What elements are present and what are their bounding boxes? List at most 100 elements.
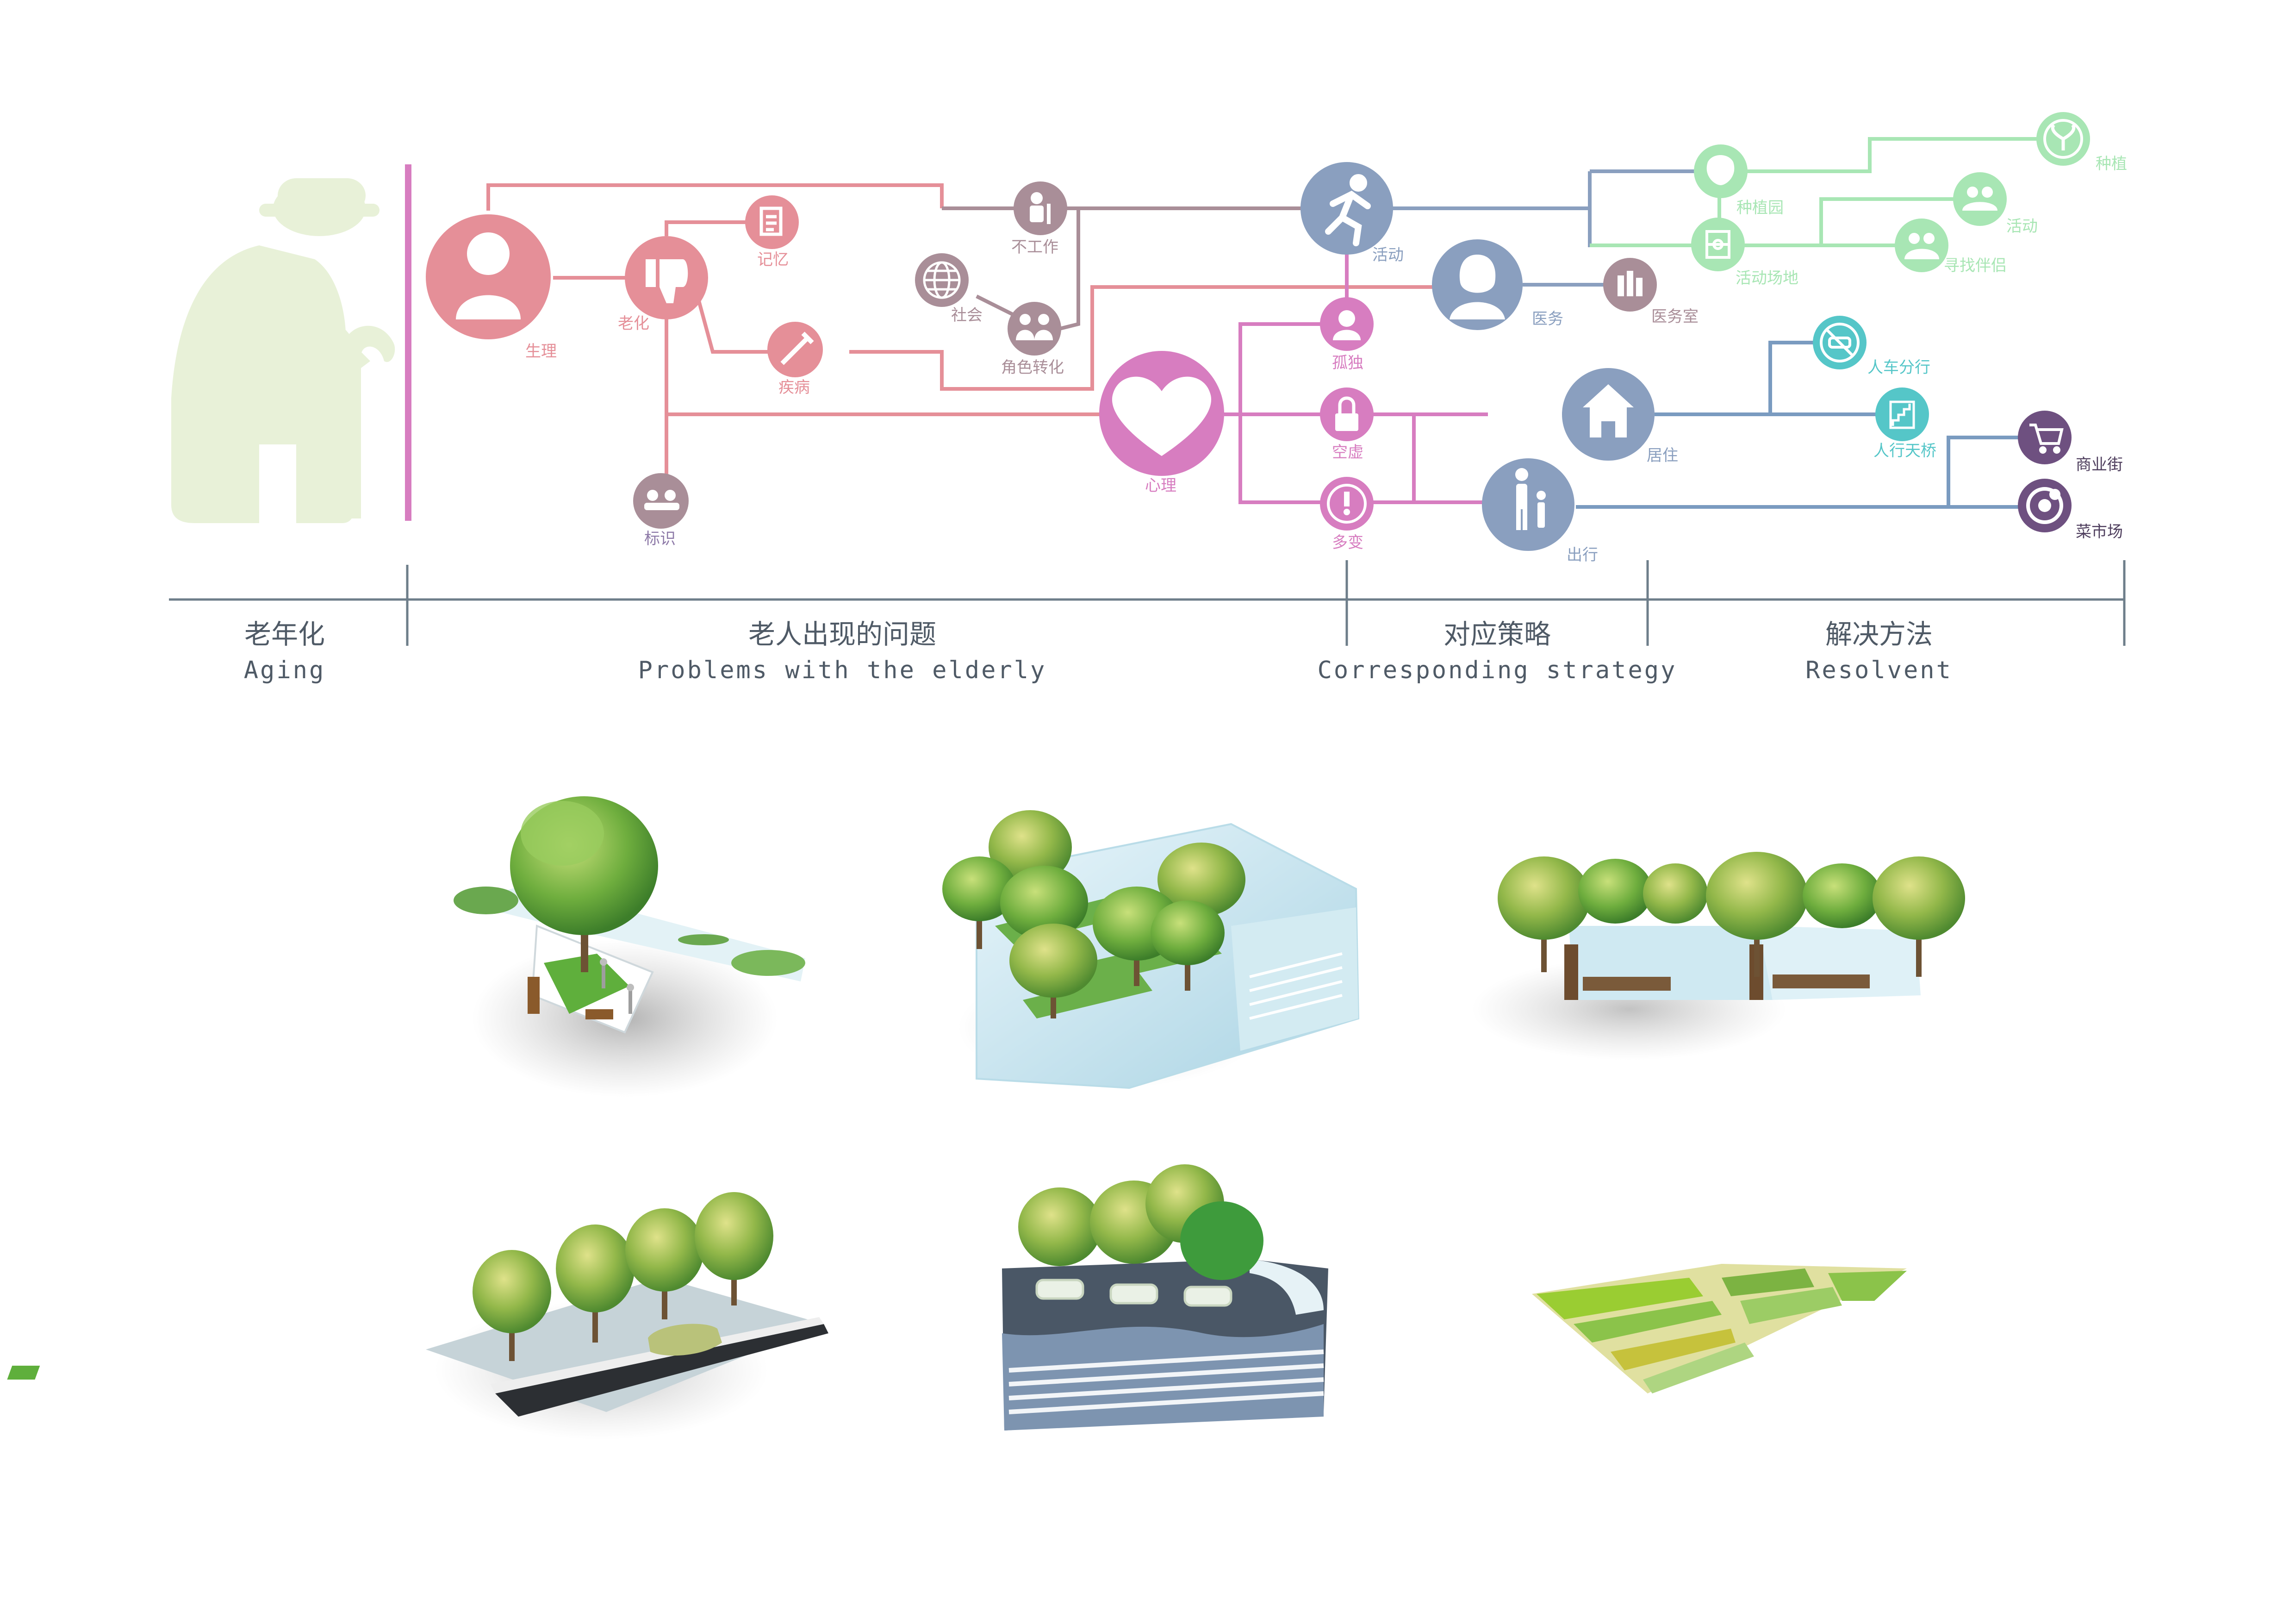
couple-icon xyxy=(1904,233,1939,259)
label-laohua: 老化 xyxy=(618,314,649,333)
thumbs-down-icon xyxy=(646,259,688,303)
field-icon xyxy=(1705,230,1730,259)
label-shengli: 生理 xyxy=(525,342,557,361)
segment-aging-en: Aging xyxy=(244,656,326,684)
memo-icon xyxy=(759,206,783,236)
label-chuxing: 出行 xyxy=(1567,546,1598,564)
node-yiwu: 医务 xyxy=(1432,239,1563,330)
label-biaoshi: 标识 xyxy=(644,530,676,548)
node-caishichang: 菜市场 xyxy=(2018,479,2123,541)
segment-resolvent: 解决方法 Resolvent xyxy=(1805,618,1953,684)
lonely-icon xyxy=(1333,310,1361,340)
label-shangyejie: 商业街 xyxy=(2076,456,2123,474)
role-icon xyxy=(1016,314,1053,340)
no-car-icon xyxy=(1820,323,1860,362)
node-juzhu: 居住 xyxy=(1562,368,1678,465)
timeline-axis xyxy=(169,560,2126,646)
node-juesezhuanhua: 角色转化 xyxy=(1001,302,1064,377)
node-jibing: 疾病 xyxy=(767,322,823,397)
label-zhongzhi: 种植 xyxy=(2096,155,2127,173)
label-caishichang: 菜市场 xyxy=(2076,523,2123,541)
node-renchefenxing: 人车分行 xyxy=(1813,316,1930,377)
elderly-figure-icon xyxy=(171,178,395,523)
label-gudu: 孤独 xyxy=(1332,354,1363,372)
node-renxingtianqiao: 人行天桥 xyxy=(1873,387,1936,460)
tree-plaza-illustration xyxy=(454,796,805,1097)
label-xunzhaobanlv: 寻找伴侣 xyxy=(1944,256,2007,275)
street-trees-illustration xyxy=(7,1192,828,1440)
syringe-icon xyxy=(780,331,814,365)
market-stalls-illustration xyxy=(1472,852,1965,1060)
node-shengli: 生理 xyxy=(426,214,557,361)
node-zhongzhiyuan: 种植园 xyxy=(1694,144,1784,217)
sprout-icon xyxy=(2043,119,2083,159)
label-renxingtianqiao: 人行天桥 xyxy=(1873,442,1936,460)
label-huodongchangdi: 活动场地 xyxy=(1736,269,1798,287)
node-duobian: 多变 xyxy=(1320,477,1374,552)
label-huodong: 活动 xyxy=(1372,246,1404,264)
segment-problems: 老人出现的问题 Problems with the elderly xyxy=(638,618,1047,684)
node-biaoshi: 标识 xyxy=(633,473,689,548)
lock-icon xyxy=(1335,396,1358,431)
label-huodong2: 活动 xyxy=(2006,217,2038,236)
heart-icon xyxy=(1112,376,1212,456)
segment-problems-en: Problems with the elderly xyxy=(638,656,1047,684)
worker-icon xyxy=(1030,192,1051,224)
node-shangyejie: 商业街 xyxy=(2018,411,2123,474)
cart-icon xyxy=(2029,424,2064,454)
segment-aging: 老年化 Aging xyxy=(244,618,326,684)
segment-strategy-cn: 对应策略 xyxy=(1444,618,1551,650)
house-icon xyxy=(1583,384,1634,437)
walking-icon xyxy=(1515,468,1546,530)
node-gudu: 孤独 xyxy=(1320,297,1374,372)
label-duobian: 多变 xyxy=(1332,533,1363,552)
segment-resolvent-en: Resolvent xyxy=(1805,656,1953,684)
segment-aging-cn: 老年化 xyxy=(244,618,325,650)
market-icon xyxy=(2026,487,2063,524)
label-xinli: 心理 xyxy=(1145,476,1176,495)
segment-strategy: 对应策略 Corresponding strategy xyxy=(1318,618,1677,684)
segment-resolvent-cn: 解决方法 xyxy=(1825,618,1933,650)
node-kongxu: 空虚 xyxy=(1320,387,1374,462)
label-juzhu: 居住 xyxy=(1647,446,1678,465)
label-jibing: 疾病 xyxy=(778,378,810,397)
garden-icon xyxy=(1706,155,1735,185)
group-icon xyxy=(1962,187,1997,211)
person-icon xyxy=(456,232,521,319)
connector-lines xyxy=(486,137,2046,509)
stairs-icon xyxy=(1889,400,1915,429)
label-bugongzuo: 不工作 xyxy=(1011,238,1058,256)
label-jiyi: 记忆 xyxy=(757,250,789,269)
label-kongxu: 空虚 xyxy=(1332,443,1363,462)
aging-divider xyxy=(405,164,411,521)
node-yiwushi: 医务室 xyxy=(1603,258,1699,326)
node-bugongzuo: 不工作 xyxy=(1011,181,1067,256)
people-icon xyxy=(644,490,679,510)
label-shehui: 社会 xyxy=(951,306,983,325)
node-xunzhaobanlv: 寻找伴侣 xyxy=(1895,219,2007,275)
node-chuxing: 出行 xyxy=(1482,458,1598,564)
exclamation-icon xyxy=(1327,484,1367,524)
node-huodong: 活动 xyxy=(1300,162,1404,264)
segment-strategy-en: Corresponding strategy xyxy=(1318,656,1677,684)
clinic-icon xyxy=(1618,271,1643,296)
node-xinli: 心理 xyxy=(1099,351,1224,495)
label-yiwu: 医务 xyxy=(1532,310,1563,328)
label-zhongzhiyuan: 种植园 xyxy=(1736,199,1784,217)
label-yiwushi: 医务室 xyxy=(1651,307,1699,326)
globe-icon xyxy=(923,261,961,299)
allotment-garden-illustration xyxy=(1532,1264,1907,1393)
node-shehui: 社会 xyxy=(915,253,983,325)
terrace-planters-illustration xyxy=(942,810,1360,1089)
node-laohua: 老化 xyxy=(618,236,708,333)
runner-icon xyxy=(1325,174,1371,246)
doctor-icon xyxy=(1450,255,1505,319)
label-renchefenxing: 人车分行 xyxy=(1867,358,1930,377)
node-huodongchangdi: 活动场地 xyxy=(1691,218,1798,287)
segment-problems-cn: 老人出现的问题 xyxy=(748,618,936,650)
node-jiyi: 记忆 xyxy=(745,195,799,269)
waterfront-planters-illustration xyxy=(1002,1164,1328,1430)
node-huodong2: 活动 xyxy=(1953,172,2038,236)
node-zhongzhi: 种植 xyxy=(2036,112,2127,173)
